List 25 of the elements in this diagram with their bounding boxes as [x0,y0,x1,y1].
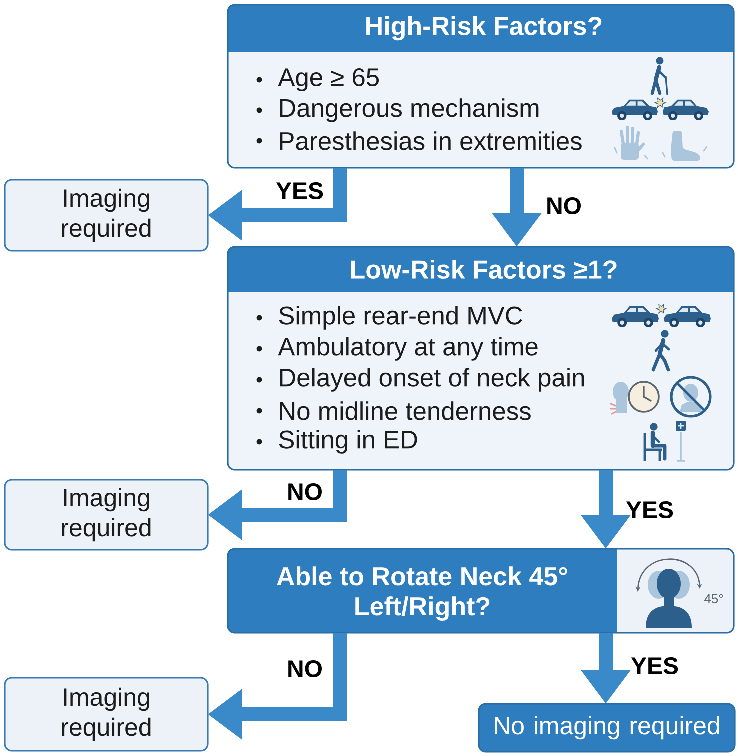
outcome-box: Imaging required [4,677,209,752]
list-item: Dangerous mechanism [280,98,539,122]
question-text: Able to Rotate Neck 45° Left/Right? [277,566,568,621]
outcome-box: No imaging required [478,703,736,753]
list-item: Ambulatory at any time [278,337,538,361]
outcome-box: Imaging required [4,179,209,252]
list-item: Sitting in ED [279,430,418,454]
decision-box [227,246,735,471]
outcome-box: Imaging required [4,479,209,551]
edge-label: YES [276,182,324,200]
list-item: Simple rear-end MVC [279,306,522,330]
angle-label: 45° [704,594,724,604]
decision-box [227,548,735,634]
box-heading: High-Risk Factors? [366,16,602,41]
edge-label: YES [626,502,674,518]
edge-label: NO [548,198,581,214]
list-item: Delayed onset of neck pain [280,368,584,392]
edge-label: YES [631,658,678,674]
edge-label: NO [288,660,322,678]
box-heading: Low-Risk Factors ≥1? [351,260,617,280]
edge-label: NO [288,484,322,500]
list-item: Age ≥ 65 [278,68,379,92]
list-item: Paresthesias in extremities [280,132,582,150]
decision-box [227,4,735,169]
list-item: No midline tenderness [280,402,531,420]
